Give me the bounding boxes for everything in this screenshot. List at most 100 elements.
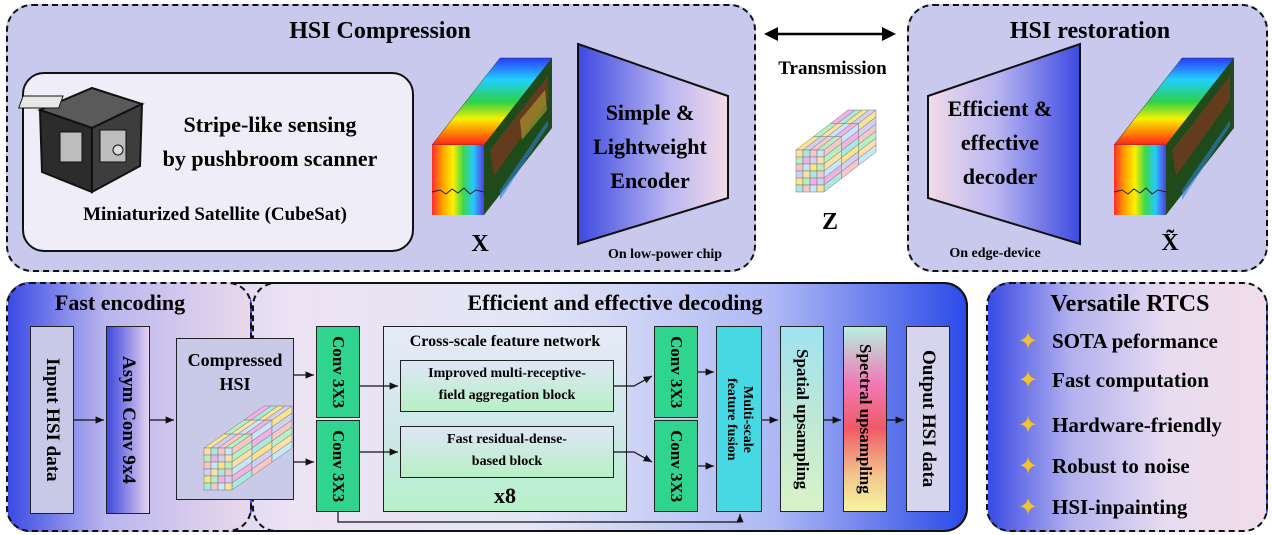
improved-line-2: field aggregation block — [438, 388, 576, 403]
cube-cell — [809, 177, 818, 186]
versatile-item-label: HSI-inpainting — [1052, 494, 1188, 519]
sparkle-icon: ✦ — [1017, 327, 1039, 355]
versatile-item: ✦Robust to noise — [1008, 451, 1258, 481]
cube-cell — [816, 177, 825, 186]
cube-cell — [802, 156, 811, 165]
sparkle-icon: ✦ — [1017, 452, 1039, 480]
input-hsi-box: Input HSI data — [30, 326, 74, 514]
chip-note: On low-power chip — [607, 247, 723, 262]
conv-box-2: Conv 3X3 — [316, 420, 360, 512]
output-hsi-label: Output HSI data — [918, 350, 939, 488]
cube-cell — [841, 122, 859, 145]
x-label: X — [471, 230, 489, 257]
conv-label-4: Conv 3X3 — [667, 429, 686, 503]
versatile-item-label: SOTA peformance — [1052, 328, 1218, 353]
cube-cell — [816, 170, 825, 179]
cube-cell — [795, 163, 804, 172]
cube-cell — [795, 149, 804, 158]
hsi-restoration-title: HSI restoration — [1009, 17, 1171, 44]
cube-cell — [841, 143, 859, 166]
cross-scale-title: Cross-scale feature network — [409, 333, 601, 350]
cube-cell — [809, 170, 818, 179]
cube-cell — [836, 109, 863, 124]
cube-cell — [795, 170, 804, 179]
cube-cell — [816, 156, 825, 165]
fusion-line-1: Multi-scale — [740, 385, 755, 453]
cube-cell — [816, 163, 825, 172]
cube-cell — [823, 136, 842, 158]
cube-cell — [823, 157, 842, 179]
conv-box-4: Conv 3X3 — [654, 420, 698, 512]
transmission-label: Transmission — [778, 58, 887, 79]
compressed-line-1: Compressed — [187, 349, 283, 370]
repeat-label: x8 — [494, 483, 516, 508]
spatial-upsampling-box: Spatial upsampling — [780, 326, 824, 512]
asym-conv-label: Asym Conv 9x4 — [118, 356, 139, 484]
cube-cell — [802, 177, 811, 186]
improved-line-1: Improved multi-receptive- — [428, 366, 586, 381]
fast-line-2: based block — [471, 454, 543, 469]
versatile-item: ✦ Hardware-friendly — [1008, 410, 1258, 440]
satellite-label: Miniaturized Satellite (CubeSat) — [83, 204, 347, 225]
sparkle-icon: ✦ — [1017, 411, 1039, 439]
cube-cell — [802, 170, 811, 179]
cube-cell — [833, 123, 860, 137]
hsi-compression-title: HSI Compression — [289, 17, 471, 44]
xhat-label: X̃ — [1161, 229, 1179, 256]
cube-cell — [795, 156, 804, 165]
cube-cell — [795, 177, 804, 186]
versatile-item: ✦ HSI-inpainting — [1008, 492, 1258, 522]
cube-cell — [795, 136, 822, 151]
encoder-line-3: Encoder — [610, 168, 690, 193]
cube-cell — [858, 109, 877, 131]
cube-cell — [858, 116, 877, 138]
z-label: Z — [821, 208, 838, 235]
cube-cell — [841, 157, 859, 180]
cube-cell — [809, 136, 836, 151]
fast-residual-block — [400, 426, 614, 478]
conv-label-2: Conv 3X3 — [329, 429, 348, 503]
cube-cell — [816, 149, 825, 158]
versatile-item-label: Fast computation — [1052, 367, 1209, 392]
versatile-item: ✦ Fast computation — [1008, 365, 1258, 395]
conv-box-1: Conv 3X3 — [316, 326, 360, 418]
fast-encoding-title: Fast encoding — [54, 290, 186, 315]
versatile-item: ✦ SOTA peformance — [1008, 326, 1258, 356]
cube-cell — [858, 137, 877, 159]
cube-cell — [809, 163, 818, 172]
encoder-line-1: Simple & — [605, 100, 695, 125]
fusion-line-2: feature fusion — [724, 377, 739, 461]
cube-cell — [823, 150, 842, 172]
cube-cell — [819, 123, 846, 137]
asym-conv-box: Asym Conv 9x4 — [106, 326, 150, 514]
spectral-upsampling-label: Spectral upsampling — [856, 344, 875, 494]
sparkle-icon: ✦ — [1017, 366, 1039, 394]
cube-cell — [802, 184, 811, 193]
cube-cell — [809, 184, 818, 193]
spatial-upsampling-label: Spatial upsampling — [793, 348, 812, 490]
sensing-line-1: Stripe-like sensing — [183, 112, 357, 137]
cube-cell — [823, 171, 842, 193]
conv-label-3: Conv 3X3 — [667, 335, 686, 409]
cube-cell — [809, 156, 818, 165]
decoding-title: Efficient and effective decoding — [467, 290, 763, 315]
decoder-line-3: decoder — [962, 164, 1038, 189]
decoder-line-2: effective — [960, 130, 1040, 155]
cube-cell — [841, 136, 859, 159]
cube-cell — [843, 109, 870, 124]
sparkle-icon: ✦ — [1017, 493, 1039, 521]
device-note: On edge-device — [949, 246, 1041, 261]
cube-cell — [802, 163, 811, 172]
output-hsi-box: Output HSI data — [906, 326, 950, 512]
sensing-line-2: by pushbroom scanner — [162, 146, 378, 171]
cube-cell — [809, 149, 818, 158]
cube-cell — [858, 123, 877, 145]
feature-fusion-box: Multi-scale feature fusion — [716, 326, 762, 512]
versatile-panel — [986, 282, 1268, 532]
cube-cell — [841, 150, 859, 173]
versatile-item-label: Hardware-friendly — [1052, 412, 1222, 437]
decoder-line-1: Efficient & — [947, 96, 1053, 121]
conv-label-1: Conv 3X3 — [329, 335, 348, 409]
cube-cell — [858, 144, 877, 166]
encoder-line-2: Lightweight — [593, 134, 707, 159]
